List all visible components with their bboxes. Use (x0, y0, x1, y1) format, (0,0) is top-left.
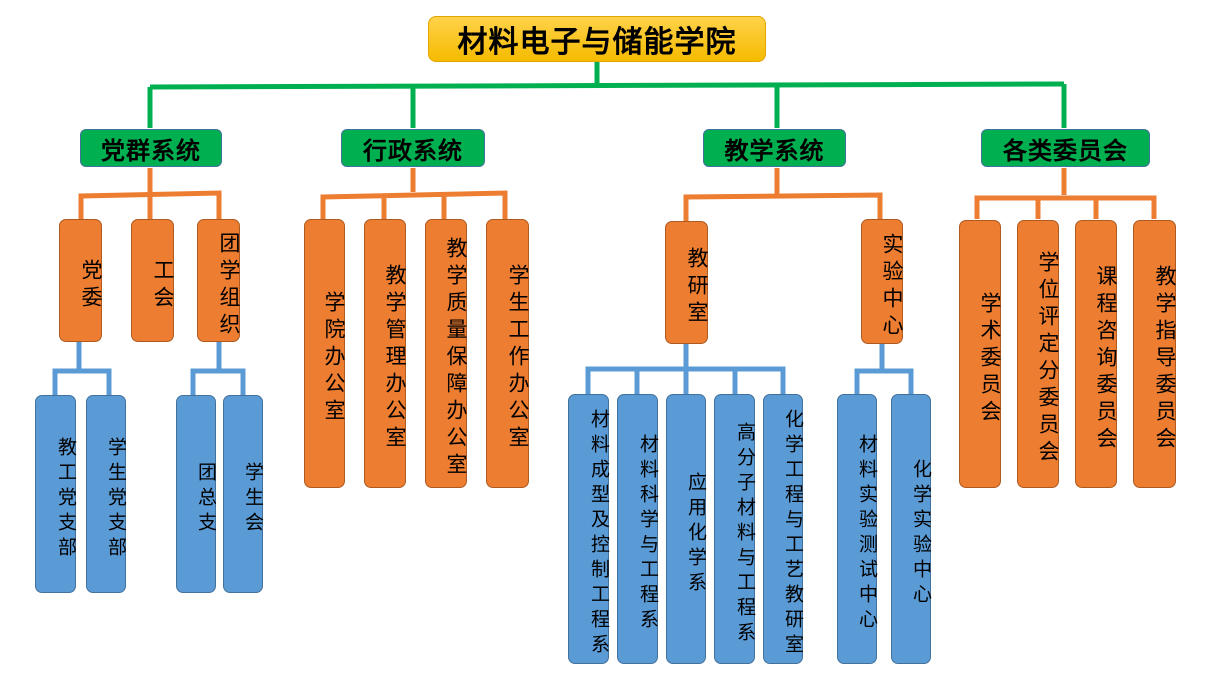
connector-jiaoyanshi-subunits (585, 344, 786, 395)
unit-label: 团学组织 (217, 231, 241, 340)
subunit-label: 化学工程与工艺教研室 (782, 409, 804, 659)
subunit-box-cailiao-shiyan: 材料实验测试中心 (837, 394, 878, 664)
unit-label: 教学指导委员会 (1153, 264, 1177, 454)
subunit-label: 材料科学与工程系 (637, 434, 659, 634)
unit-connectors (52, 342, 914, 395)
system-box-jiaoxue: 教学系统 (703, 129, 846, 167)
connector-shiyan-subunits (854, 344, 914, 395)
unit-label: 学院办公室 (322, 291, 346, 426)
unit-box-xueshu-weiyuanhui: 学术委员会 (959, 220, 1002, 488)
unit-label: 教研室 (685, 247, 709, 328)
connector-jiaoxue-units (683, 168, 883, 221)
unit-box-jiaoyanshi: 教研室 (665, 221, 709, 344)
subunit-box-cailiao-kexue: 材料科学与工程系 (617, 394, 659, 664)
unit-label: 实验中心 (880, 232, 904, 341)
unit-label: 学生工作办公室 (506, 264, 530, 453)
system-label: 各类委员会 (1003, 136, 1128, 165)
subunit-box-xueshenghui: 学生会 (223, 395, 264, 593)
system-box-dangqun: 党群系统 (80, 129, 222, 167)
unit-label: 教学管理办公室 (383, 264, 407, 453)
unit-box-shiyan-zhongxin: 实验中心 (861, 219, 904, 344)
subunit-box-tuanzongzhi: 团总支 (176, 395, 217, 593)
connector-root-bus (149, 81, 1065, 90)
root-connectors (147, 62, 1067, 128)
subunit-label: 学生会 (242, 461, 264, 537)
connector-dangwei-subunits (52, 342, 112, 395)
unit-box-jiaoxue-guanli: 教学管理办公室 (364, 219, 407, 488)
subunit-box-jiaogong-dangzhibu: 教工党支部 (35, 395, 77, 593)
unit-label: 教学质量保障办公室 (444, 237, 468, 480)
unit-label: 学位评定分委员会 (1036, 251, 1060, 467)
unit-box-jiaoxue-zhidao: 教学指导委员会 (1133, 220, 1177, 488)
subunit-label: 教工党支部 (55, 436, 77, 562)
unit-box-zhiliang-baozhang: 教学质量保障办公室 (425, 219, 468, 488)
subunit-label: 高分子材料与工程系 (734, 421, 756, 647)
subunit-label: 团总支 (195, 461, 217, 537)
connector-xingzheng-units (320, 168, 508, 219)
subunit-box-huaxue-shiyan: 化学实验中心 (891, 394, 932, 664)
system-label: 教学系统 (724, 136, 825, 165)
unit-box-dangwei: 党委 (59, 219, 103, 342)
subunit-box-gaofenzi: 高分子材料与工程系 (714, 394, 756, 664)
unit-box-xuesheng-gongzuo: 学生工作办公室 (486, 219, 530, 488)
unit-label: 工会 (151, 258, 175, 313)
connector-dangqun-units (78, 168, 222, 219)
subunit-label: 材料实验测试中心 (856, 434, 878, 634)
unit-box-tuanxue: 团学组织 (197, 219, 241, 342)
subunit-label: 材料成型及控制工程系 (588, 409, 610, 659)
unit-label: 党委 (79, 258, 103, 313)
subunit-label: 化学实验中心 (910, 459, 932, 609)
system-label: 党群系统 (101, 136, 201, 165)
system-label: 行政系统 (363, 136, 463, 165)
unit-box-kecheng-zixun: 课程咨询委员会 (1075, 220, 1118, 488)
subunit-box-yingyong-huaxue: 应用化学系 (666, 394, 707, 664)
subunit-label: 学生党支部 (105, 436, 127, 562)
system-box-xingzheng: 行政系统 (341, 129, 485, 167)
unit-label: 课程咨询委员会 (1094, 264, 1118, 454)
root-college-label: 材料电子与储能学院 (457, 25, 737, 60)
unit-box-gonghui: 工会 (131, 219, 175, 342)
unit-box-xueyuan-bangongshi: 学院办公室 (304, 219, 346, 488)
system-box-weiyuanhui: 各类委员会 (981, 129, 1150, 167)
subunit-box-xuesheng-dangzhibu: 学生党支部 (86, 395, 127, 593)
unit-box-xuewei-pingding: 学位评定分委员会 (1017, 220, 1060, 488)
connector-weiyuanhui-units (974, 168, 1157, 219)
subunit-box-chengxing: 材料成型及控制工程系 (568, 394, 610, 664)
unit-label: 学术委员会 (978, 291, 1002, 427)
system-connectors (78, 168, 1157, 221)
root-college-box: 材料电子与储能学院 (428, 16, 766, 62)
subunit-label: 应用化学系 (685, 471, 707, 597)
subunit-box-huaxue-gongcheng: 化学工程与工艺教研室 (763, 394, 804, 664)
connector-tuanxue-subunits (190, 342, 246, 395)
